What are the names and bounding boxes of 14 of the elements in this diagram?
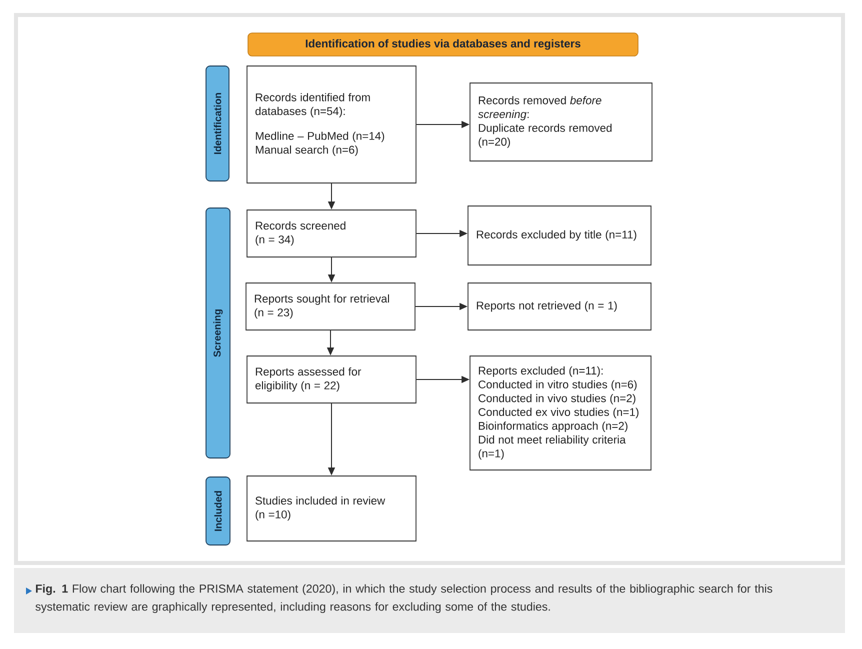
figure-caption: Fig. 1 Flow chart following the PRISMA statement (2020), in which the study selection process and results of the bibliographic search for this systematic review are graphically represented, including reasons for excluding some of the studies. [36,584,772,614]
phase-header: Identification of studies via databases and registers [248,32,638,56]
phase-band: Identification [206,66,230,182]
process-box: Reports excluded (n=11): Conducted in vitro studies (n=6) Conducted in vivo studies (n=2) Conducted ex vivo studies (n=1) Bioinformatics approach (n=2) Did not meet reliability criteria (n=1) [470,356,652,470]
process-box: Records identified from databases (n=54): Medline – PubMed (n=14) Manual search (n=6) [246,66,416,184]
process-box: Records excluded by title (n=11) [468,206,652,266]
phase-band: Screening [206,208,230,458]
process-box: Records screened (n = 34) [246,210,416,258]
process-box: Reports sought for retrieval (n = 23) [246,282,416,330]
process-box: Records removed before screening: Duplicate records removed (n=20) [470,82,652,162]
process-box: Studies included in review (n =10) [246,476,416,542]
process-box: Reports assessed for eligibility (n = 22) [246,356,416,404]
phase-band: Included [206,476,230,546]
process-box: Reports not retrieved (n = 1) [468,282,652,330]
